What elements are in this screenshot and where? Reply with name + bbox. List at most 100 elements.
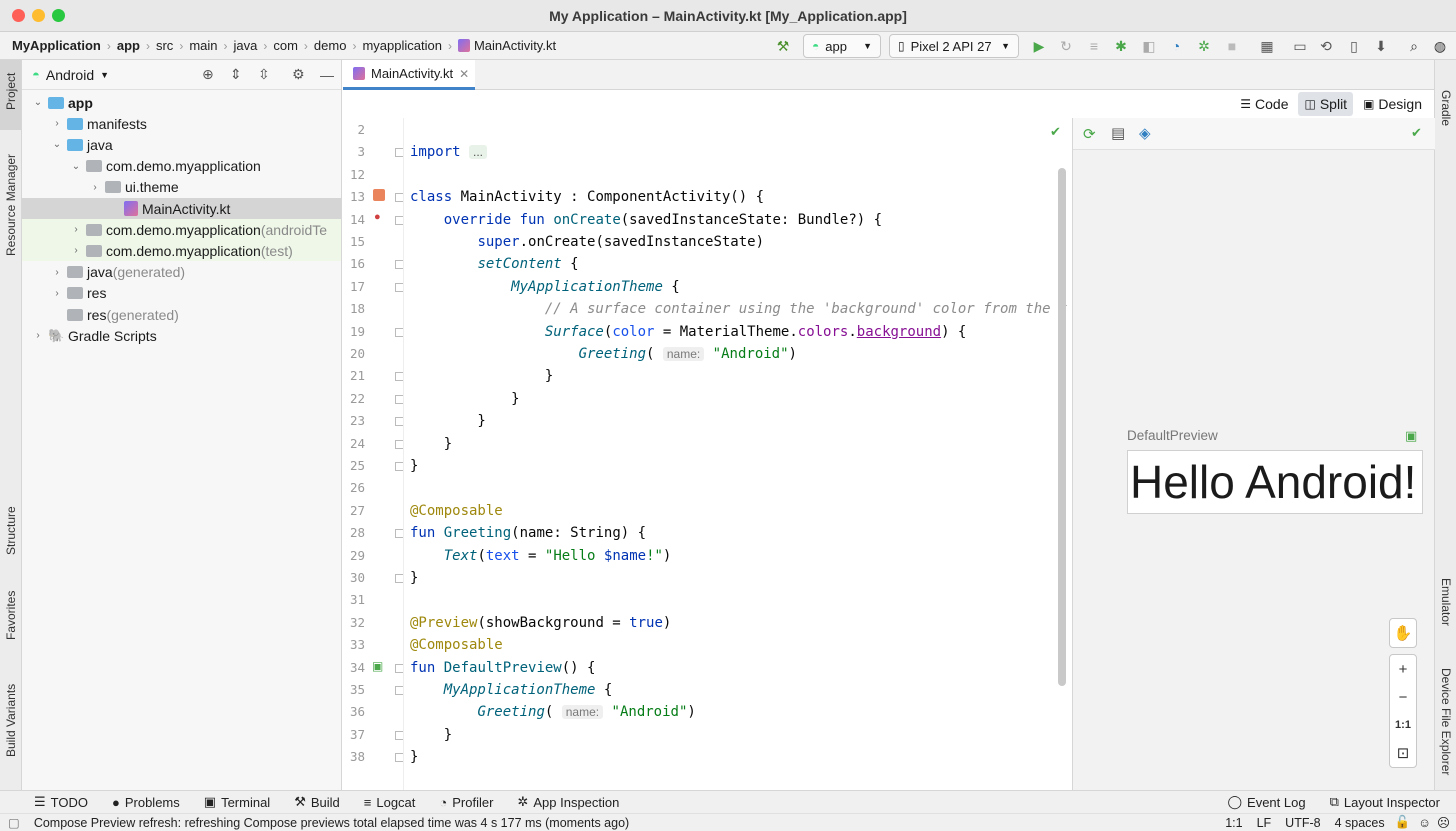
chevron-right-icon[interactable]: ›: [36, 330, 40, 342]
maximize-window-button[interactable]: [52, 9, 65, 22]
activity-icon[interactable]: [373, 189, 385, 202]
device-file-explorer-tool-button[interactable]: Device File Explorer: [1439, 668, 1453, 776]
tree-item[interactable]: ›java (generated): [22, 262, 341, 283]
caret-position[interactable]: 1:1: [1225, 815, 1243, 830]
run-icon[interactable]: ▶: [1033, 37, 1045, 54]
layers-icon[interactable]: ◈: [1139, 125, 1151, 142]
locate-icon[interactable]: ⊕: [202, 66, 214, 82]
lock-icon[interactable]: 🔓: [1394, 815, 1411, 829]
build-tool-button[interactable]: ⚒Build: [282, 794, 352, 810]
design-mode-button[interactable]: ▣Design: [1357, 92, 1428, 116]
split-mode-button[interactable]: ◫Split: [1298, 92, 1354, 116]
line-separator[interactable]: LF: [1256, 815, 1272, 830]
chevron-right-icon[interactable]: ›: [74, 245, 78, 257]
chevron-right-icon[interactable]: ›: [55, 287, 59, 299]
tab-mainactivity[interactable]: MainActivity.kt ✕: [343, 60, 475, 90]
sync-gradle-icon[interactable]: ⟲: [1320, 37, 1332, 54]
favorites-tool-button[interactable]: Favorites: [4, 590, 18, 640]
zoom-in-button[interactable]: +: [1398, 660, 1408, 678]
layout-options-icon[interactable]: ▤: [1111, 125, 1126, 142]
chevron-right-icon[interactable]: ›: [55, 118, 59, 130]
breadcrumb-item[interactable]: MainActivity.kt: [473, 38, 557, 53]
preview-render[interactable]: Hello Android!: [1127, 450, 1423, 514]
tree-item[interactable]: ›com.demo.myapplication (test): [22, 240, 341, 262]
feedback-sad-icon[interactable]: ☹: [1436, 816, 1450, 830]
chevron-right-icon[interactable]: ›: [93, 181, 97, 193]
terminal-tool-button[interactable]: ▣Terminal: [192, 794, 282, 810]
collapse-all-icon[interactable]: ⇳: [258, 66, 270, 82]
breadcrumb-item[interactable]: main: [189, 38, 218, 53]
resource-manager-tool-button[interactable]: Resource Manager: [4, 153, 18, 256]
profile-icon[interactable]: ◔: [1171, 38, 1181, 54]
emulator-tool-button[interactable]: Emulator: [1439, 578, 1453, 627]
gradle-tool-button[interactable]: Gradle: [1439, 90, 1453, 127]
zoom-out-button[interactable]: −: [1398, 688, 1408, 706]
project-view-select[interactable]: Android: [45, 66, 95, 83]
tree-item[interactable]: ›ui.theme: [22, 177, 341, 198]
feedback-happy-icon[interactable]: ☺: [1418, 815, 1431, 830]
account-icon[interactable]: ◍: [1433, 37, 1447, 54]
search-icon[interactable]: ⌕: [1410, 37, 1418, 54]
project-structure-icon[interactable]: ▦: [1260, 37, 1274, 54]
indent-setting[interactable]: 4 spaces: [1334, 815, 1385, 830]
sdk-manager-icon[interactable]: ⬇: [1375, 37, 1387, 54]
stop-icon[interactable]: ■: [1227, 38, 1237, 54]
structure-tool-button[interactable]: Structure: [4, 506, 18, 555]
hammer-icon[interactable]: ⚒: [776, 37, 790, 54]
toggle-tool-windows-icon[interactable]: ▢: [8, 816, 20, 830]
chevron-down-icon[interactable]: ⌄: [71, 160, 81, 172]
deploy-preview-icon[interactable]: ▣: [1405, 428, 1418, 443]
breadcrumb-item[interactable]: src: [155, 38, 174, 53]
hide-icon[interactable]: —: [320, 66, 334, 83]
tree-item[interactable]: ⌄com.demo.myapplication: [22, 156, 341, 177]
logcat-tool-button[interactable]: ≡Logcat: [352, 795, 428, 810]
tree-item[interactable]: res (generated): [22, 304, 341, 325]
device-manager-icon[interactable]: ▯: [1350, 37, 1358, 54]
chevron-right-icon[interactable]: ›: [74, 224, 78, 236]
breadcrumb-item[interactable]: demo: [313, 38, 347, 53]
close-icon[interactable]: ✕: [459, 66, 470, 81]
deploy-preview-gutter-icon[interactable]: ▣: [372, 658, 384, 673]
problems-tool-button[interactable]: ●Problems: [100, 795, 192, 810]
run-config-select[interactable]: ◓ app ▼: [803, 34, 881, 58]
event-log-tool-button[interactable]: ◯Event Log: [1215, 794, 1317, 810]
status-message[interactable]: Compose Preview refresh: refreshing Comp…: [33, 815, 630, 830]
refresh-icon[interactable]: ⟳: [1083, 126, 1096, 143]
apply-changes-icon[interactable]: ↻: [1060, 37, 1072, 54]
override-icon[interactable]: ●: [374, 210, 381, 223]
breadcrumb-item[interactable]: app: [116, 38, 140, 53]
project-tool-button[interactable]: Project: [4, 72, 18, 110]
attach-process-icon[interactable]: ✲: [1198, 37, 1210, 54]
debug-icon[interactable]: ✱: [1115, 37, 1127, 54]
breadcrumb-item[interactable]: java: [233, 38, 258, 53]
breadcrumb-item[interactable]: myapplication: [362, 38, 442, 53]
tree-item[interactable]: ›res: [22, 283, 341, 304]
build-variants-tool-button[interactable]: Build Variants: [4, 683, 18, 757]
breadcrumb-item[interactable]: MyApplication: [12, 38, 101, 53]
todo-tool-button[interactable]: ☰TODO: [0, 794, 100, 810]
pan-button[interactable]: ✋: [1389, 618, 1417, 648]
tree-item[interactable]: ⌄app: [22, 92, 341, 113]
chevron-right-icon[interactable]: ›: [55, 266, 59, 278]
expand-all-icon[interactable]: ⇕: [230, 66, 242, 82]
layout-inspector-tool-button[interactable]: ⧉Layout Inspector: [1318, 794, 1456, 810]
tree-item[interactable]: ›manifests: [22, 113, 341, 134]
editor-scrollbar[interactable]: [1058, 168, 1066, 686]
chevron-down-icon[interactable]: ⌄: [52, 139, 62, 151]
breadcrumb-item[interactable]: com: [273, 38, 298, 53]
device-select[interactable]: ▯ Pixel 2 API 27 ▼: [889, 34, 1019, 58]
profiler-tool-button[interactable]: ◔Profiler: [427, 795, 505, 810]
tree-item[interactable]: ›🐘Gradle Scripts: [22, 325, 341, 346]
tree-item[interactable]: ⌄java: [22, 134, 341, 155]
attach-debugger-icon[interactable]: ◧: [1142, 37, 1156, 54]
close-window-button[interactable]: [12, 9, 25, 22]
zoom-reset-button[interactable]: 1:1: [1395, 719, 1411, 731]
tree-item[interactable]: ›com.demo.myapplication (androidTe: [22, 219, 341, 241]
code-editor[interactable]: ✔ import ...class MainActivity : Compone…: [403, 118, 1071, 790]
tree-item[interactable]: MainActivity.kt: [22, 198, 341, 219]
code-mode-button[interactable]: ☰Code: [1234, 92, 1294, 116]
app-inspection-tool-button[interactable]: ✲App Inspection: [505, 794, 631, 810]
chevron-down-icon[interactable]: ⌄: [33, 97, 43, 108]
gear-icon[interactable]: ⚙: [292, 66, 305, 82]
